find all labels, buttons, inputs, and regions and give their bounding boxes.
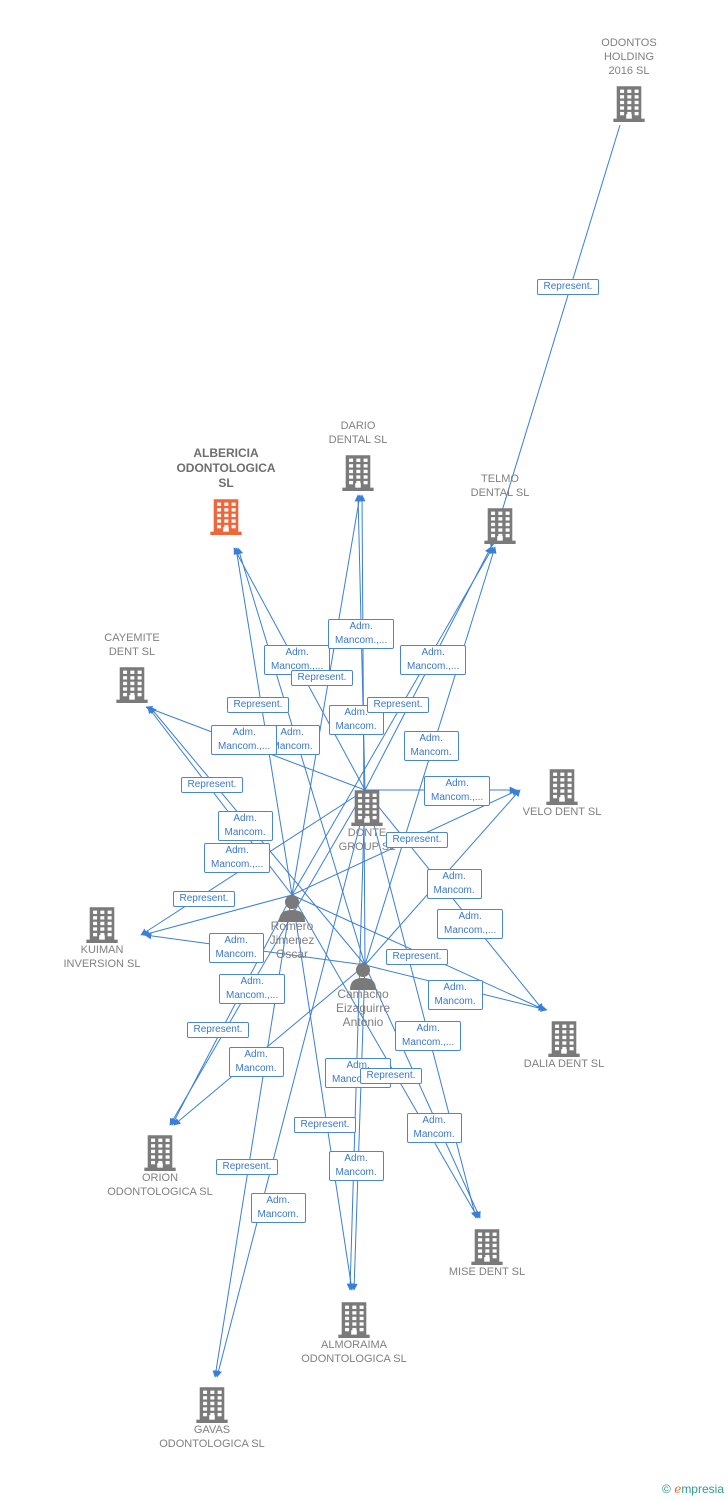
edge-label-romero-to-almoraima[interactable]: Adm.Mancom.,... (395, 1021, 462, 1051)
edge-label-camacho-to-dario[interactable]: Adm.Mancom. (328, 705, 384, 735)
edge-romero-to-dario (291, 494, 363, 896)
edge-label-romero-to-dario[interactable]: Adm.Mancom.,... (328, 619, 395, 649)
edge-romero-to-telmo (291, 546, 494, 896)
edge-label-donte-to-telmo[interactable]: Represent. (290, 670, 354, 686)
edge-donte-to-dalia (364, 789, 544, 1011)
edge-label-romero-to-cayemite[interactable]: Adm.Mancom.,... (211, 725, 278, 755)
node-mise[interactable]: MISE DENT SL (422, 1227, 552, 1279)
edge-label-romero-to-velo[interactable]: Adm.Mancom.,... (424, 776, 491, 806)
edge-donte-to-orion (169, 789, 366, 1126)
edge-label-odontos-to-telmo[interactable]: Represent. (536, 279, 600, 295)
edge-label-donte-to-almoraima[interactable]: Represent. (293, 1117, 357, 1133)
edge-odontos-to-telmo (489, 124, 621, 548)
edge-label-camacho-to-kuiman[interactable]: Adm.Mancom. (208, 933, 264, 963)
building-icon (564, 84, 694, 122)
edge-camacho-to-alberticia (236, 547, 366, 966)
empresia-logo-icon: e (674, 1482, 682, 1496)
edge-label-camacho-to-telmo[interactable]: Adm.Mancom. (403, 731, 459, 761)
building-icon (37, 905, 167, 943)
edge-label-camacho-to-velo[interactable]: Adm.Mancom. (426, 869, 482, 899)
edge-romero-to-gavas (212, 894, 293, 1378)
building-icon (161, 497, 291, 535)
node-velo[interactable]: VELO DENT SL (497, 767, 627, 819)
edge-label-donte-to-mise[interactable]: Represent. (359, 1068, 423, 1084)
edge-label-donte-to-kuiman[interactable]: Represent. (172, 891, 236, 907)
edge-label-camacho-to-dalia[interactable]: Adm.Mancom. (427, 980, 483, 1010)
edge-donte-to-almoraima (346, 789, 366, 1291)
edge-label-camacho-to-mise[interactable]: Adm.Mancom. (406, 1113, 462, 1143)
edge-camacho-to-almoraima (350, 964, 366, 1291)
edge-romero-to-alberticia (233, 547, 293, 896)
edge-label-donte-to-dalia[interactable]: Represent. (385, 949, 449, 965)
building-icon (95, 1133, 225, 1171)
person-icon (227, 893, 357, 923)
building-icon (289, 1300, 419, 1338)
edge-label-camacho-to-almoraima[interactable]: Adm.Mancom. (328, 1151, 384, 1181)
edge-camacho-to-mise (364, 964, 481, 1219)
edge-label-camacho-to-orion[interactable]: Adm.Mancom. (228, 1047, 284, 1077)
building-icon (293, 453, 423, 491)
edge-label-donte-to-alberticia[interactable]: Represent. (226, 697, 290, 713)
edge-donte-to-gavas (215, 789, 370, 1378)
node-label-velo: VELO DENT SL (522, 806, 602, 818)
edge-label-donte-to-velo[interactable]: Represent. (385, 832, 449, 848)
edge-label-donte-to-orion[interactable]: Represent. (186, 1022, 250, 1038)
building-icon (67, 665, 197, 703)
edge-camacho-to-orion (173, 964, 366, 1126)
edge-label-romero-to-kuiman[interactable]: Adm.Mancom.,... (204, 843, 271, 873)
building-icon (499, 1019, 629, 1057)
edge-romero-to-mise (291, 894, 479, 1219)
edge-label-donte-to-cayemite[interactable]: Represent. (180, 777, 244, 793)
edge-label-donte-to-dario[interactable]: Represent. (366, 697, 430, 713)
edge-donte-to-mise (364, 789, 478, 1219)
building-icon (302, 788, 432, 826)
edge-label-camacho-to-cayemite[interactable]: Adm.Mancom. (217, 811, 273, 841)
edge-label-romero-to-orion[interactable]: Adm.Mancom.,... (219, 974, 286, 1004)
building-icon (422, 1227, 552, 1265)
edge-label-romero-to-telmo[interactable]: Adm.Mancom.,... (400, 645, 467, 675)
building-icon (435, 506, 565, 544)
edge-label-romero-to-dalia[interactable]: Adm.Mancom.,... (437, 909, 504, 939)
node-label-dalia: DALIA DENT SL (523, 1058, 605, 1070)
building-icon (147, 1385, 277, 1423)
node-label-mise: MISE DENT SL (448, 1266, 526, 1278)
footer-brand: © empresia (662, 1482, 724, 1496)
brand-name: mpresia (681, 1482, 724, 1496)
edge-label-donte-to-gavas[interactable]: Represent. (215, 1159, 279, 1175)
copyright-symbol: © (662, 1482, 671, 1496)
building-icon (497, 767, 627, 805)
node-dalia[interactable]: DALIA DENT SL (499, 1019, 629, 1071)
edge-romero-to-almoraima (291, 894, 355, 1291)
person-icon (298, 961, 428, 991)
edge-romero-to-kuiman (142, 894, 293, 937)
edge-label-romero-to-gavas[interactable]: Adm.Mancom. (250, 1193, 306, 1223)
